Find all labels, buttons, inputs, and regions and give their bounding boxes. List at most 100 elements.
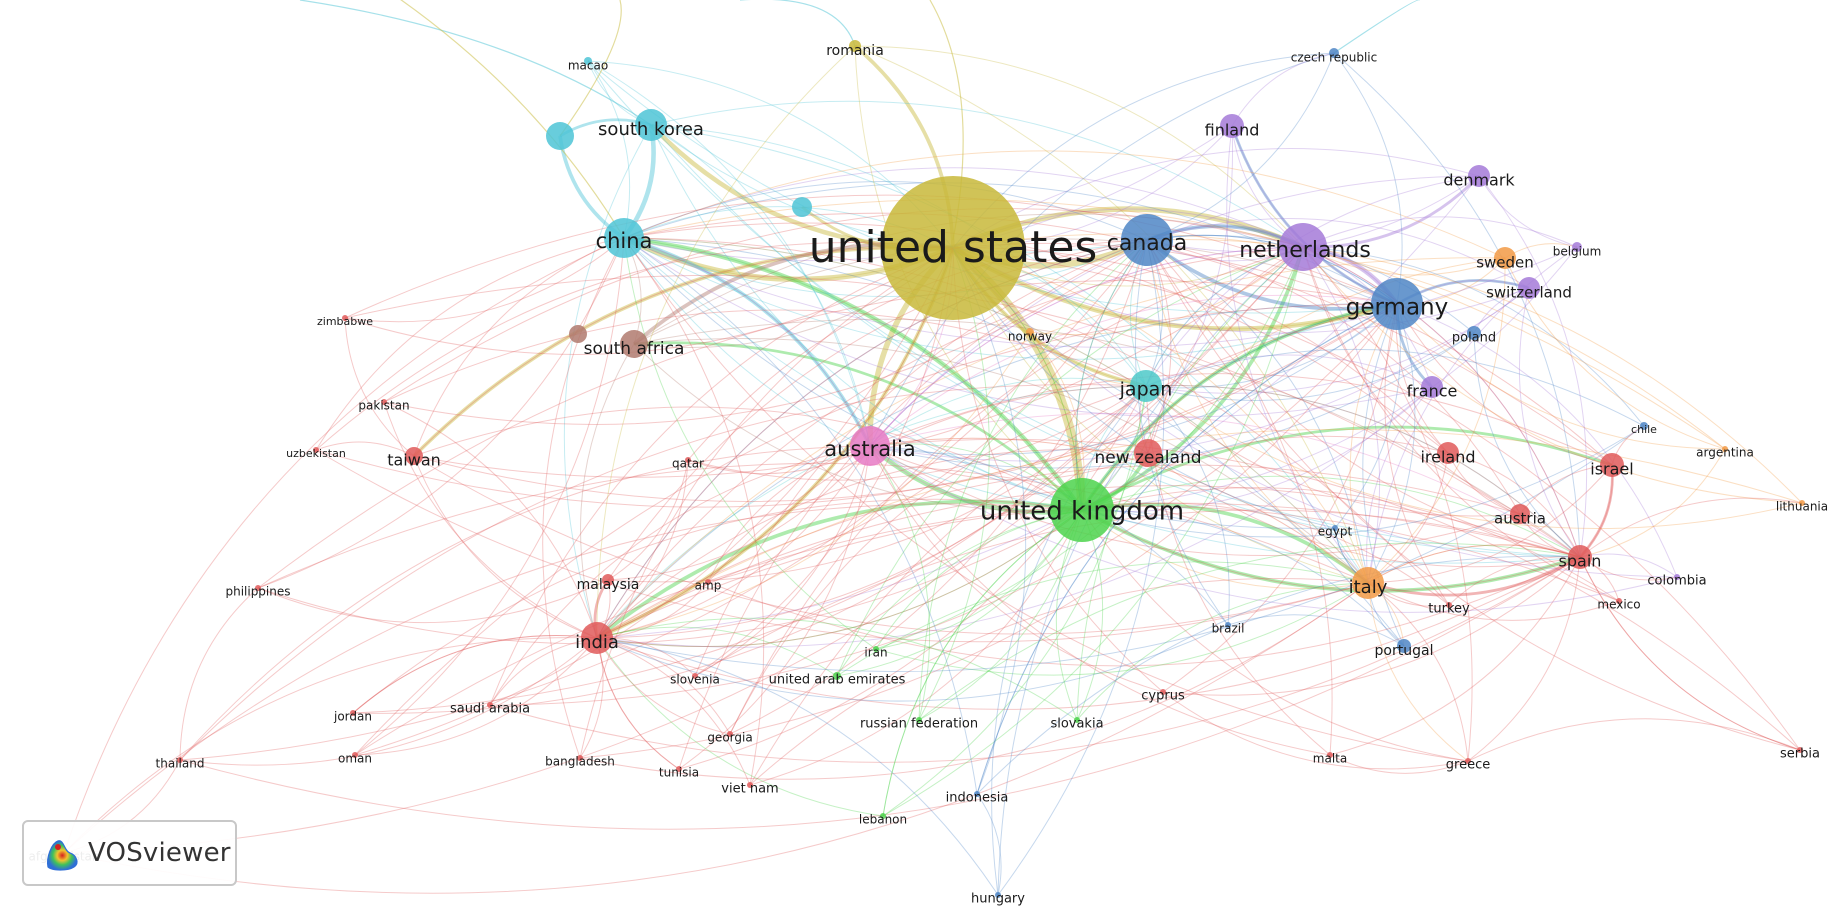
node-new-zealand[interactable] [1134,439,1162,467]
node-netherlands[interactable] [1279,223,1327,271]
node-label-colombia: colombia [1647,574,1706,589]
node-unnamed-cyan-1[interactable] [546,122,574,150]
node-label-belgium: belgium [1553,245,1602,259]
node-indonesia[interactable] [974,791,980,797]
network-edge [633,341,1083,512]
node-india[interactable] [581,622,613,654]
node-malta[interactable] [1327,752,1333,758]
node-austria[interactable] [1510,504,1530,524]
node-australia[interactable] [850,426,890,466]
node-lithuania[interactable] [1799,500,1805,506]
node-sweden[interactable] [1494,247,1516,269]
node-france[interactable] [1421,376,1443,398]
node-egypt[interactable] [1332,525,1338,531]
node-china[interactable] [604,218,644,258]
node-norway[interactable] [1026,328,1034,336]
network-edge [650,124,1369,584]
network-edge [952,247,1369,584]
node-label-austria: austria [1494,510,1546,528]
node-thailand[interactable] [177,757,183,763]
network-edge [596,239,1148,639]
node-finland[interactable] [1220,114,1244,138]
network-edge [1162,691,1469,770]
network-edge [383,239,1148,425]
node-south-africa[interactable] [620,330,648,358]
node-argentina[interactable] [1722,446,1728,452]
network-edge [1146,52,1335,241]
node-label-serbia: serbia [1780,747,1820,762]
network-edge [623,237,1469,762]
network-edge [596,247,954,639]
network-edge [257,462,1369,589]
network-edge [869,437,1369,584]
network-edge [869,377,1147,447]
node-label-united-states: united states [809,222,1098,273]
network-edge [596,637,731,735]
node-mexico[interactable] [1616,598,1622,604]
node-switzerland[interactable] [1518,277,1540,299]
node-slovakia[interactable] [1074,717,1080,723]
node-greece[interactable] [1465,758,1471,764]
node-hungary[interactable] [995,892,1001,898]
node-spain[interactable] [1568,545,1592,569]
node-oman[interactable] [352,752,358,758]
node-zimbabwe[interactable] [342,315,348,321]
node-romania[interactable] [849,40,861,52]
node-viet-nam[interactable] [747,782,753,788]
network-edge [869,445,1521,557]
node-canada[interactable] [1121,214,1173,266]
network-edge [875,582,1369,676]
node-chile[interactable] [1640,422,1648,430]
node-lebanon[interactable] [880,813,886,819]
node-pakistan[interactable] [381,399,387,405]
network-edge [623,237,877,650]
network-edge [1146,239,1801,751]
node-cyprus[interactable] [1160,689,1166,695]
node-bangladesh[interactable] [577,755,583,761]
node-serbia[interactable] [1797,747,1803,753]
node-tunisia[interactable] [676,766,682,772]
node-iran[interactable] [873,646,879,652]
network-edge [869,445,1331,756]
node-unnamed-cyan-2[interactable] [792,197,812,217]
node-germany[interactable] [1371,278,1423,330]
node-amp[interactable] [705,579,711,585]
network-edge [918,239,1148,721]
node-russian-federation[interactable] [916,717,922,723]
node-united-arab-emirates[interactable] [833,672,841,680]
node-belgium[interactable] [1572,242,1582,252]
node-united-states[interactable] [881,176,1025,320]
node-georgia[interactable] [727,731,733,737]
node-united-kingdom[interactable] [1050,478,1114,542]
node-israel[interactable] [1600,453,1624,477]
node-label-saudi-arabia: saudi arabia [450,702,530,717]
node-turkey[interactable] [1446,602,1452,608]
node-jordan[interactable] [350,710,356,716]
network-edge [315,242,954,451]
node-czech-republic[interactable] [1329,48,1339,58]
node-qatar[interactable] [685,457,691,463]
network-edge [623,222,1449,454]
node-malaysia[interactable] [602,574,614,586]
node-uzbekistan[interactable] [313,447,319,453]
node-saudi-arabia[interactable] [487,702,493,708]
node-slovenia[interactable] [692,673,698,679]
node-taiwan[interactable] [405,447,423,465]
network-edge [707,239,1148,583]
node-south-korea[interactable] [635,109,667,141]
node-portugal[interactable] [1397,639,1411,653]
node-colombia[interactable] [1674,574,1680,580]
node-ireland[interactable] [1437,442,1459,464]
node-brazil[interactable] [1225,622,1231,628]
node-japan[interactable] [1130,370,1162,402]
node-macao[interactable] [584,57,592,65]
node-poland[interactable] [1467,326,1481,340]
node-unnamed-brown-1[interactable] [569,325,587,343]
network-edge [1367,257,1506,584]
network-edge [595,499,1083,640]
network-edge [413,303,1398,502]
network-edge [952,148,1480,249]
node-denmark[interactable] [1468,165,1490,187]
node-philippines[interactable] [255,585,261,591]
node-italy[interactable] [1352,567,1384,599]
